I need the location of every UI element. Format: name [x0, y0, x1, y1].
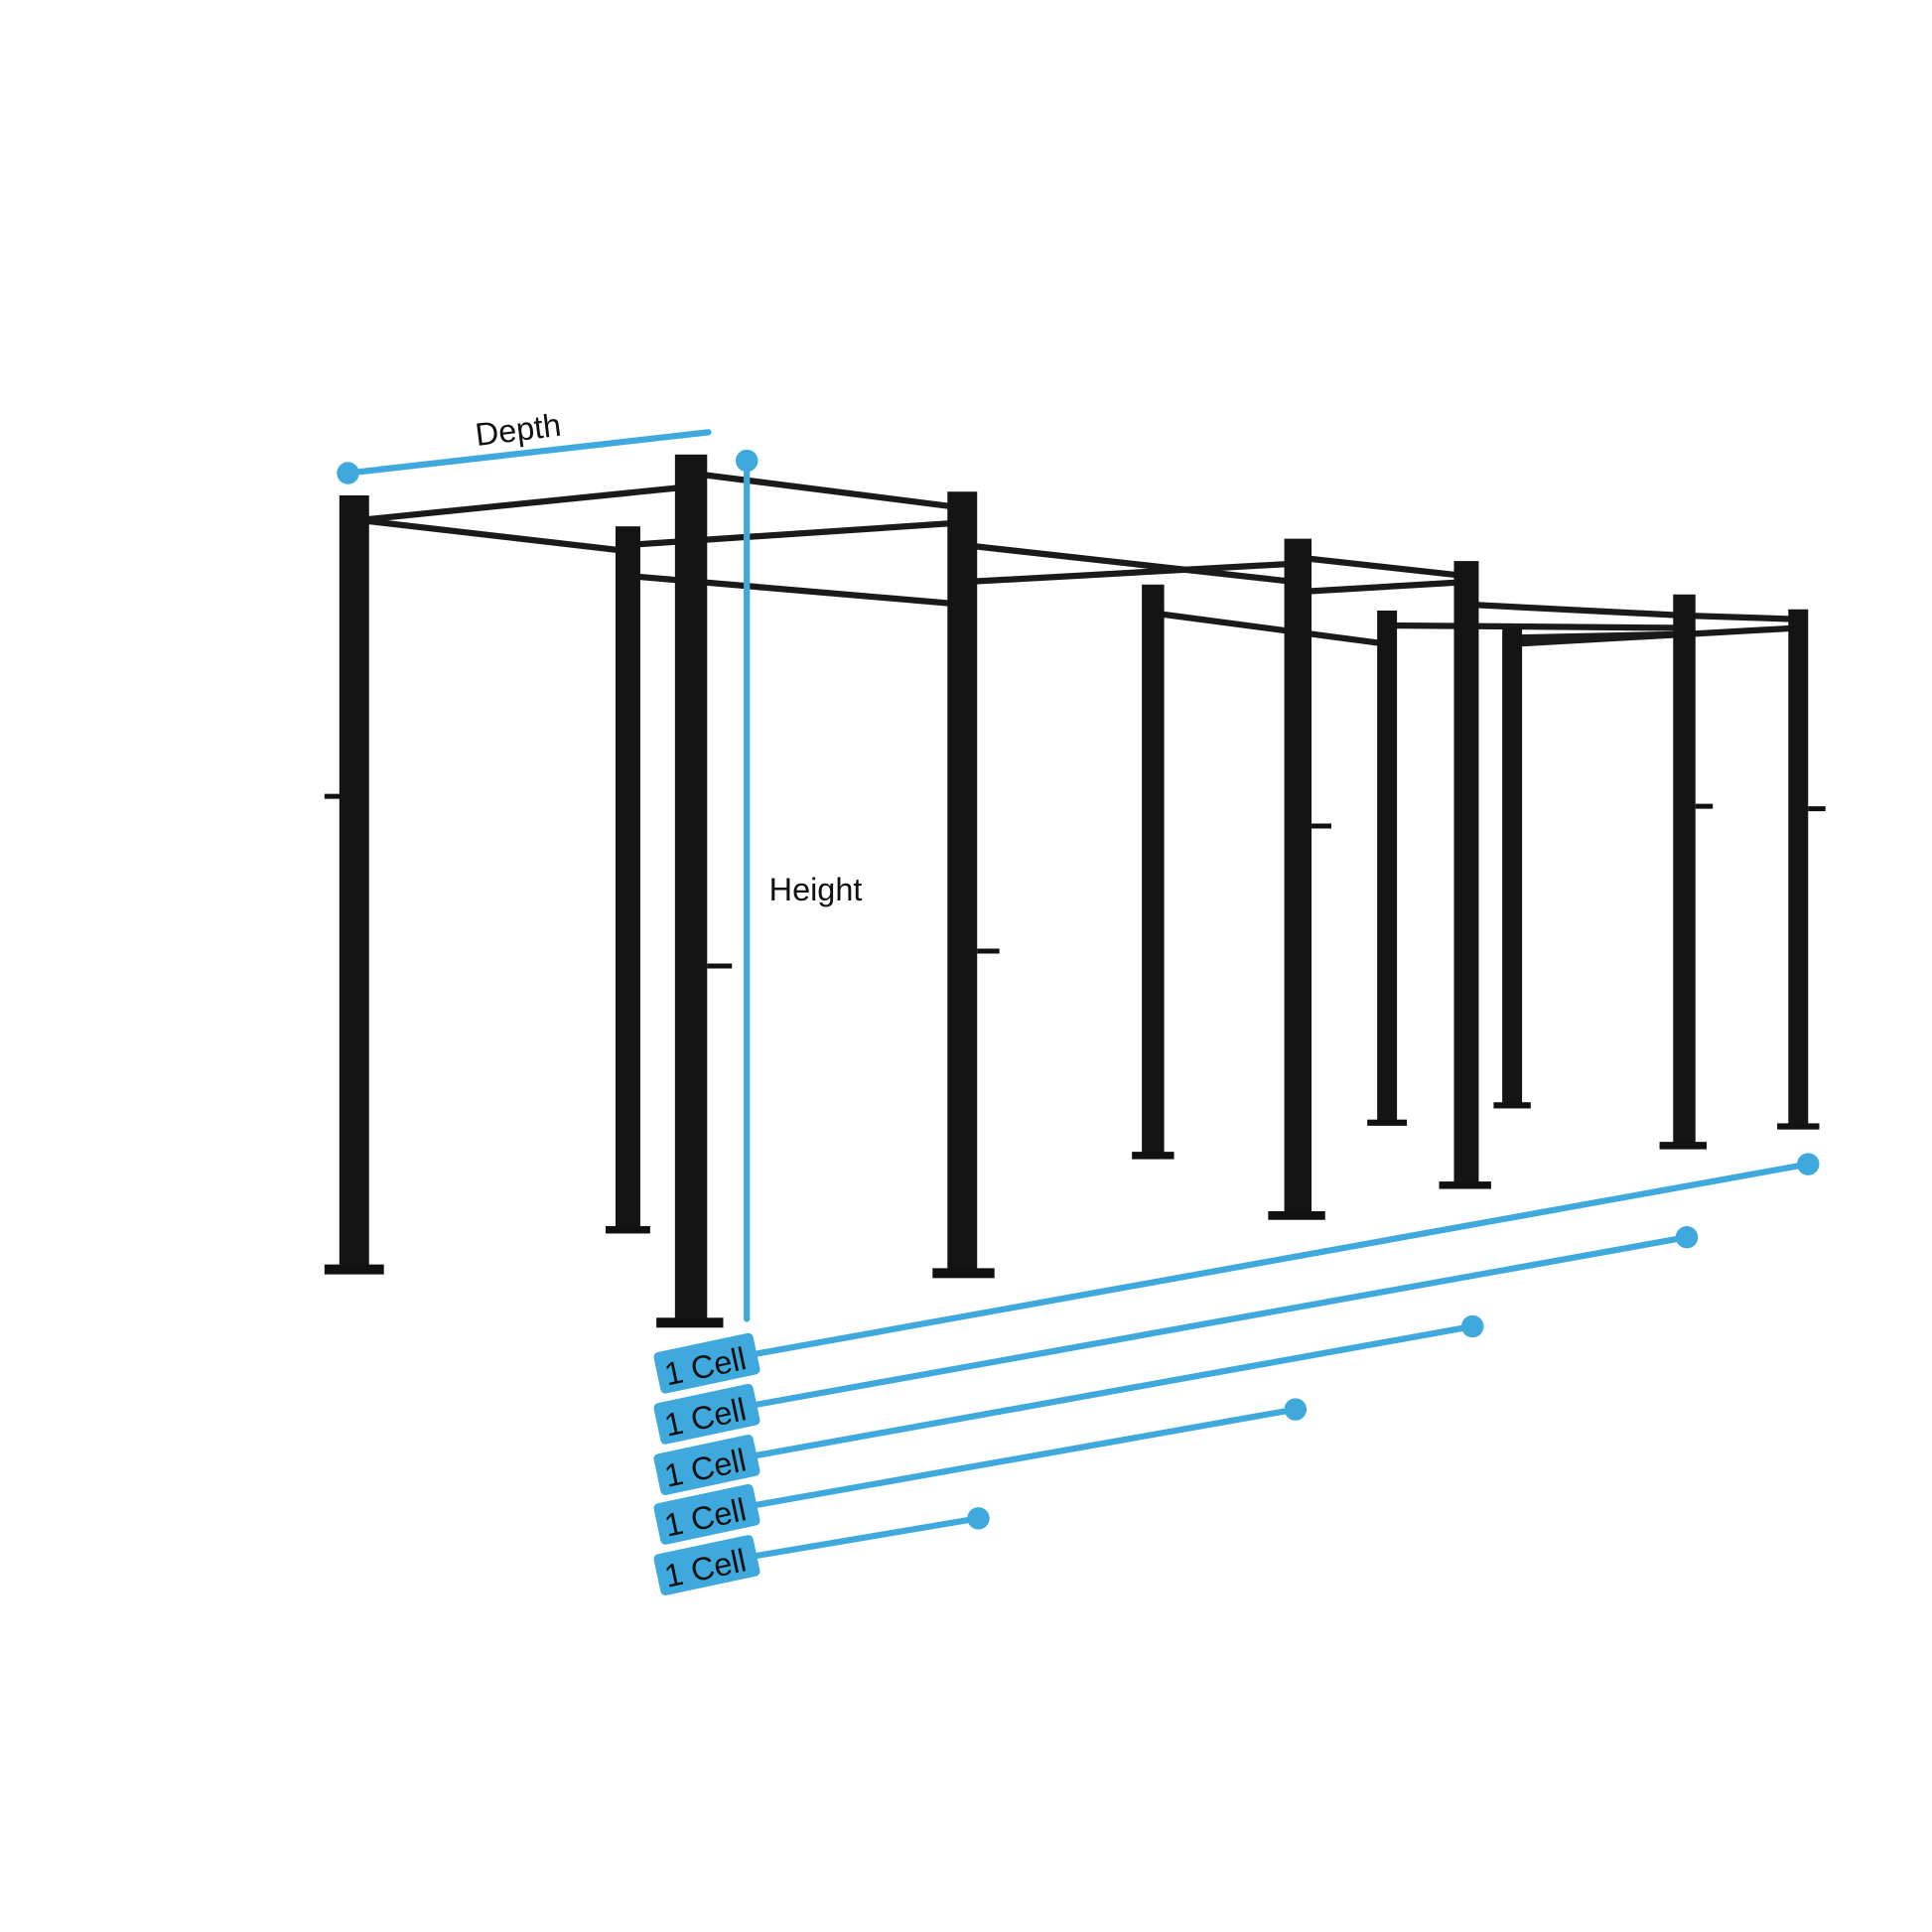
cell-dimension-3: 1 Cell: [653, 1314, 1484, 1495]
back-posts: [605, 526, 1531, 1234]
depth-dimension: Depth: [337, 407, 712, 484]
cell-label: 1 Cell: [661, 1542, 750, 1593]
front-posts: [324, 454, 1826, 1328]
cell-label: 1 Cell: [661, 1442, 750, 1493]
cell-dimension-2: 1 Cell: [653, 1225, 1699, 1445]
cell-label: 1 Cell: [661, 1391, 750, 1443]
height-dimension: Height: [735, 449, 863, 1322]
beams: [355, 470, 1802, 647]
cell-dimension-5: 1 Cell: [653, 1507, 990, 1595]
cell-dimension-1: 1 Cell: [653, 1153, 1820, 1394]
cell-label: 1 Cell: [661, 1491, 750, 1543]
height-endpoint: [735, 449, 759, 473]
cell-label: 1 Cell: [661, 1340, 750, 1392]
height-label: Height: [769, 872, 863, 907]
depth-label: Depth: [474, 407, 563, 453]
depth-endpoint: [337, 462, 359, 484]
